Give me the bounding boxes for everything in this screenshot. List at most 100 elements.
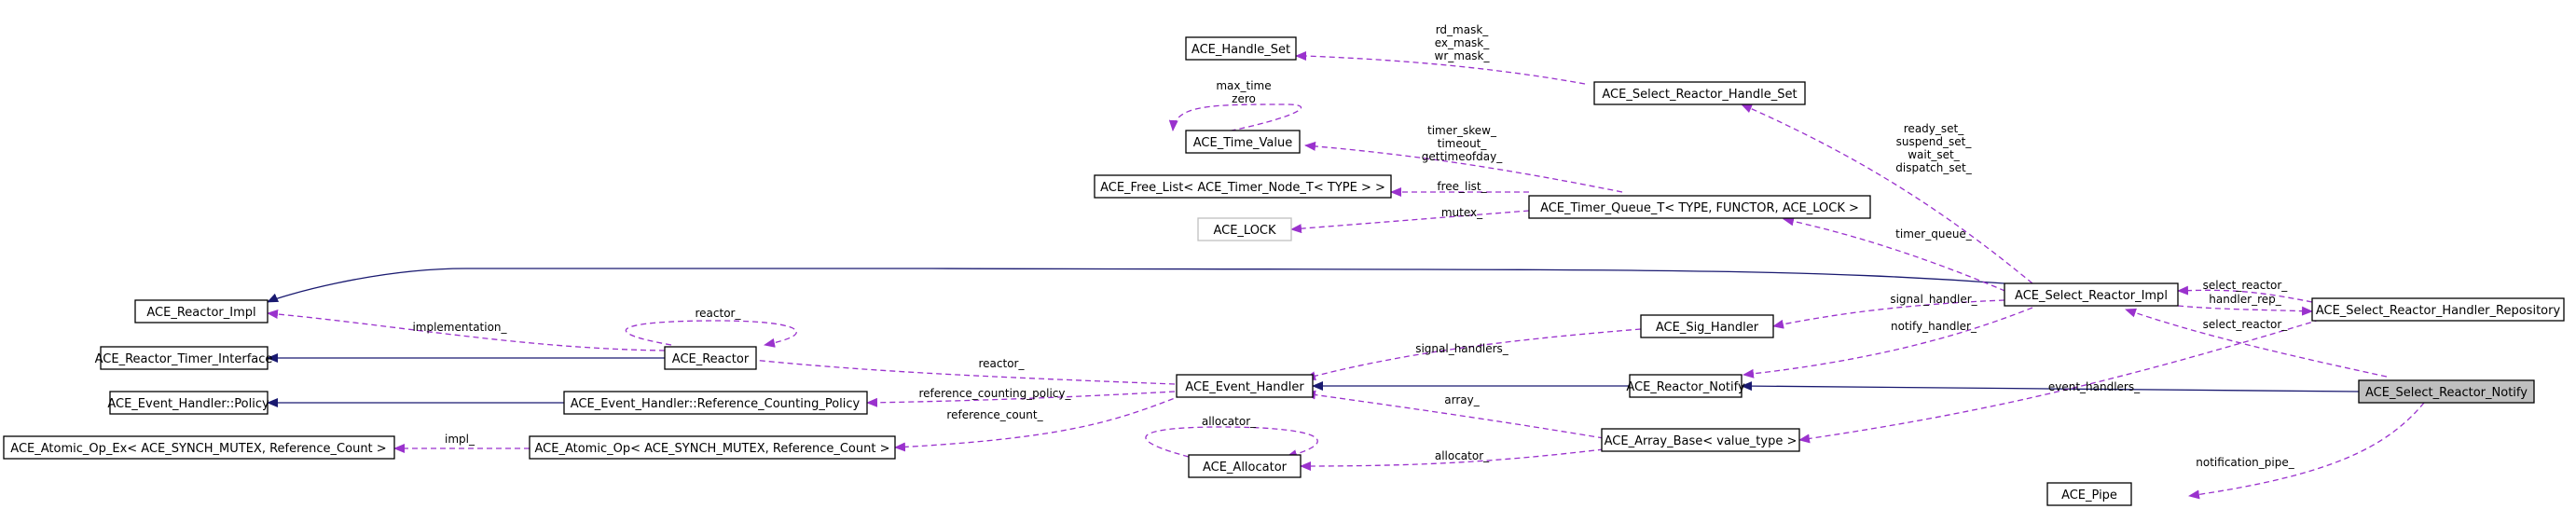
node-ace-sig-handler[interactable]: ACE_Sig_Handler [1640,314,1774,338]
edge-mutex [1290,210,1530,234]
label-select-reactor-b: select_reactor_ [2203,318,2289,331]
label-max-time: max_time [1216,79,1271,92]
node-ace-event-handler-policy[interactable]: ACE_Event_Handler::Policy [107,391,269,415]
label-rd-mask: rd_mask_ [1436,23,1490,36]
node-label: ACE_Atomic_Op< ACE_SYNCH_MUTEX, Referenc… [535,442,890,456]
edge-notify-handler [1743,307,2033,378]
node-label: ACE_Free_List< ACE_Timer_Node_T< TYPE > … [1100,181,1385,195]
node-label: ACE_Reactor_Timer_Interface [95,352,273,366]
node-ace-array-base[interactable]: ACE_Array_Base< value_type > [1601,428,1800,452]
label-free-list: free_list_ [1437,180,1487,193]
label-notification-pipe: notification_pipe_ [2196,456,2294,469]
node-label: ACE_Array_Base< value_type > [1605,434,1798,448]
node-label: ACE_Event_Handler::Policy [107,397,269,411]
edge-notification-pipe [2188,402,2425,500]
node-label: ACE_Reactor [672,352,750,366]
label-ex-mask: ex_mask_ [1435,36,1491,49]
edge-select-reactor-impl-to-reactor-impl [267,268,2005,303]
label-select-reactor-a: select_reactor_ [2203,279,2289,292]
label-impl: impl_ [445,433,475,446]
edge-rd-mask [1295,51,1586,85]
label-timeout: timeout_ [1438,137,1488,150]
label-timer-queue: timer_queue_ [1895,227,1973,241]
edge-allocator [1300,448,1605,471]
node-label: ACE_Select_Reactor_Handle_Set [1602,88,1797,102]
label-reactor: reactor_ [979,357,1026,370]
node-label: ACE_Pipe [2061,489,2117,502]
node-ace-free-list[interactable]: ACE_Free_List< ACE_Timer_Node_T< TYPE > … [1094,174,1392,199]
node-ace-atomic-op-ex[interactable]: ACE_Atomic_Op_Ex< ACE_SYNCH_MUTEX, Refer… [3,435,395,460]
node-ace-select-reactor-notify[interactable]: ACE_Select_Reactor_Notify [2358,379,2535,404]
node-ace-allocator[interactable]: ACE_Allocator [1188,454,1302,478]
edge-select-reactor-a [2177,285,2313,303]
node-label: ACE_Event_Handler::Reference_Counting_Po… [571,397,861,411]
label-array: array_ [1444,393,1480,406]
node-ace-reactor[interactable]: ACE_Reactor [664,346,757,370]
node-label: ACE_Time_Value [1193,136,1292,150]
label-timer-skew: timer_skew_ [1427,124,1497,137]
label-notify-handler: notify_handler_ [1891,320,1977,333]
node-label: ACE_Sig_Handler [1656,321,1759,335]
edges [267,51,2425,500]
edge-timer-skew [1304,141,1623,193]
node-ace-select-reactor-impl[interactable]: ACE_Select_Reactor_Impl [2004,282,2179,307]
edge-handler-rep [2177,305,2313,316]
node-ace-atomic-op[interactable]: ACE_Atomic_Op< ACE_SYNCH_MUTEX, Referenc… [529,435,896,460]
edge-labels: rd_mask_ ex_mask_ wr_mask_ max_time zero… [412,23,2294,469]
node-label: ACE_Select_Reactor_Impl [2015,289,2168,303]
label-mutex: mutex_ [1441,206,1483,219]
label-suspend-set: suspend_set_ [1896,135,1973,148]
label-zero: zero [1232,92,1256,105]
label-event-handlers: event_handlers_ [2048,380,2141,393]
label-reference-count: reference_count_ [946,408,1043,421]
node-ace-event-handler[interactable]: ACE_Event_Handler [1176,374,1314,398]
edge-select-reactor-notify-to-reactor-notify [1741,381,2360,392]
edge-ready-set [1741,103,2033,284]
node-ace-time-value[interactable]: ACE_Time_Value [1185,130,1301,154]
label-ready-set: ready_set_ [1904,122,1964,135]
node-ace-pipe[interactable]: ACE_Pipe [2046,482,2132,506]
edge-reference-counting-policy [866,391,1176,407]
node-ace-reactor-notify[interactable]: ACE_Reactor_Notify [1626,374,1745,398]
label-allocator-self: allocator_ [1202,415,1257,428]
nodes: ACE_Handle_Set ACE_Time_Value ACE_Free_L… [3,36,2565,506]
node-ace-select-reactor-handler-repository[interactable]: ACE_Select_Reactor_Handler_Repository [2311,297,2565,322]
label-gettimeofday: gettimeofday_ [1422,150,1503,163]
label-reference-counting-policy: reference_counting_policy_ [918,387,1071,400]
label-wait-set: wait_set_ [1908,148,1961,161]
node-ace-reference-counting-policy[interactable]: ACE_Event_Handler::Reference_Counting_Po… [563,391,868,415]
edge-timer-queue [1783,216,2015,296]
edge-array [1304,390,1605,439]
label-allocator: allocator_ [1435,449,1490,462]
edge-reactor [734,354,1176,385]
node-label: ACE_Event_Handler [1185,380,1304,394]
edge-event-handlers [1798,316,2330,444]
node-label: ACE_Allocator [1203,461,1288,475]
edge-reference-count [894,394,1183,452]
label-signal-handlers: signal_handlers_ [1415,342,1509,355]
edge-signal-handler [1772,299,2005,329]
edge-reactor-self [625,320,797,348]
node-ace-select-reactor-handle-set[interactable]: ACE_Select_Reactor_Handle_Set [1593,81,1806,105]
node-label: ACE_Select_Reactor_Handler_Repository [2316,304,2561,318]
node-label: ACE_LOCK [1213,224,1276,238]
node-label: ACE_Handle_Set [1192,43,1290,57]
edge-signal-handlers [1304,328,1642,381]
node-label: ACE_Select_Reactor_Notify [2365,386,2528,400]
label-implementation: implementation_ [412,321,507,334]
edge-implementation [267,310,666,351]
label-signal-handler: signal_handler_ [1890,293,1977,306]
node-label: ACE_Timer_Queue_T< TYPE, FUNCTOR, ACE_LO… [1540,201,1859,215]
node-label: ACE_Atomic_Op_Ex< ACE_SYNCH_MUTEX, Refer… [10,442,386,456]
node-ace-timer-queue-t[interactable]: ACE_Timer_Queue_T< TYPE, FUNCTOR, ACE_LO… [1528,195,1871,219]
label-handler-rep: handler_rep_ [2209,293,2282,306]
node-ace-reactor-timer-interface[interactable]: ACE_Reactor_Timer_Interface [95,346,273,370]
node-ace-reactor-impl[interactable]: ACE_Reactor_Impl [134,299,269,323]
node-label: ACE_Reactor_Notify [1626,380,1745,394]
edge-allocator-self [1145,426,1318,459]
node-ace-lock[interactable]: ACE_LOCK [1197,217,1292,241]
label-dispatch-set: dispatch_set_ [1895,161,1972,174]
label-reactor-self: reactor_ [696,307,742,320]
node-ace-handle-set[interactable]: ACE_Handle_Set [1185,36,1297,61]
